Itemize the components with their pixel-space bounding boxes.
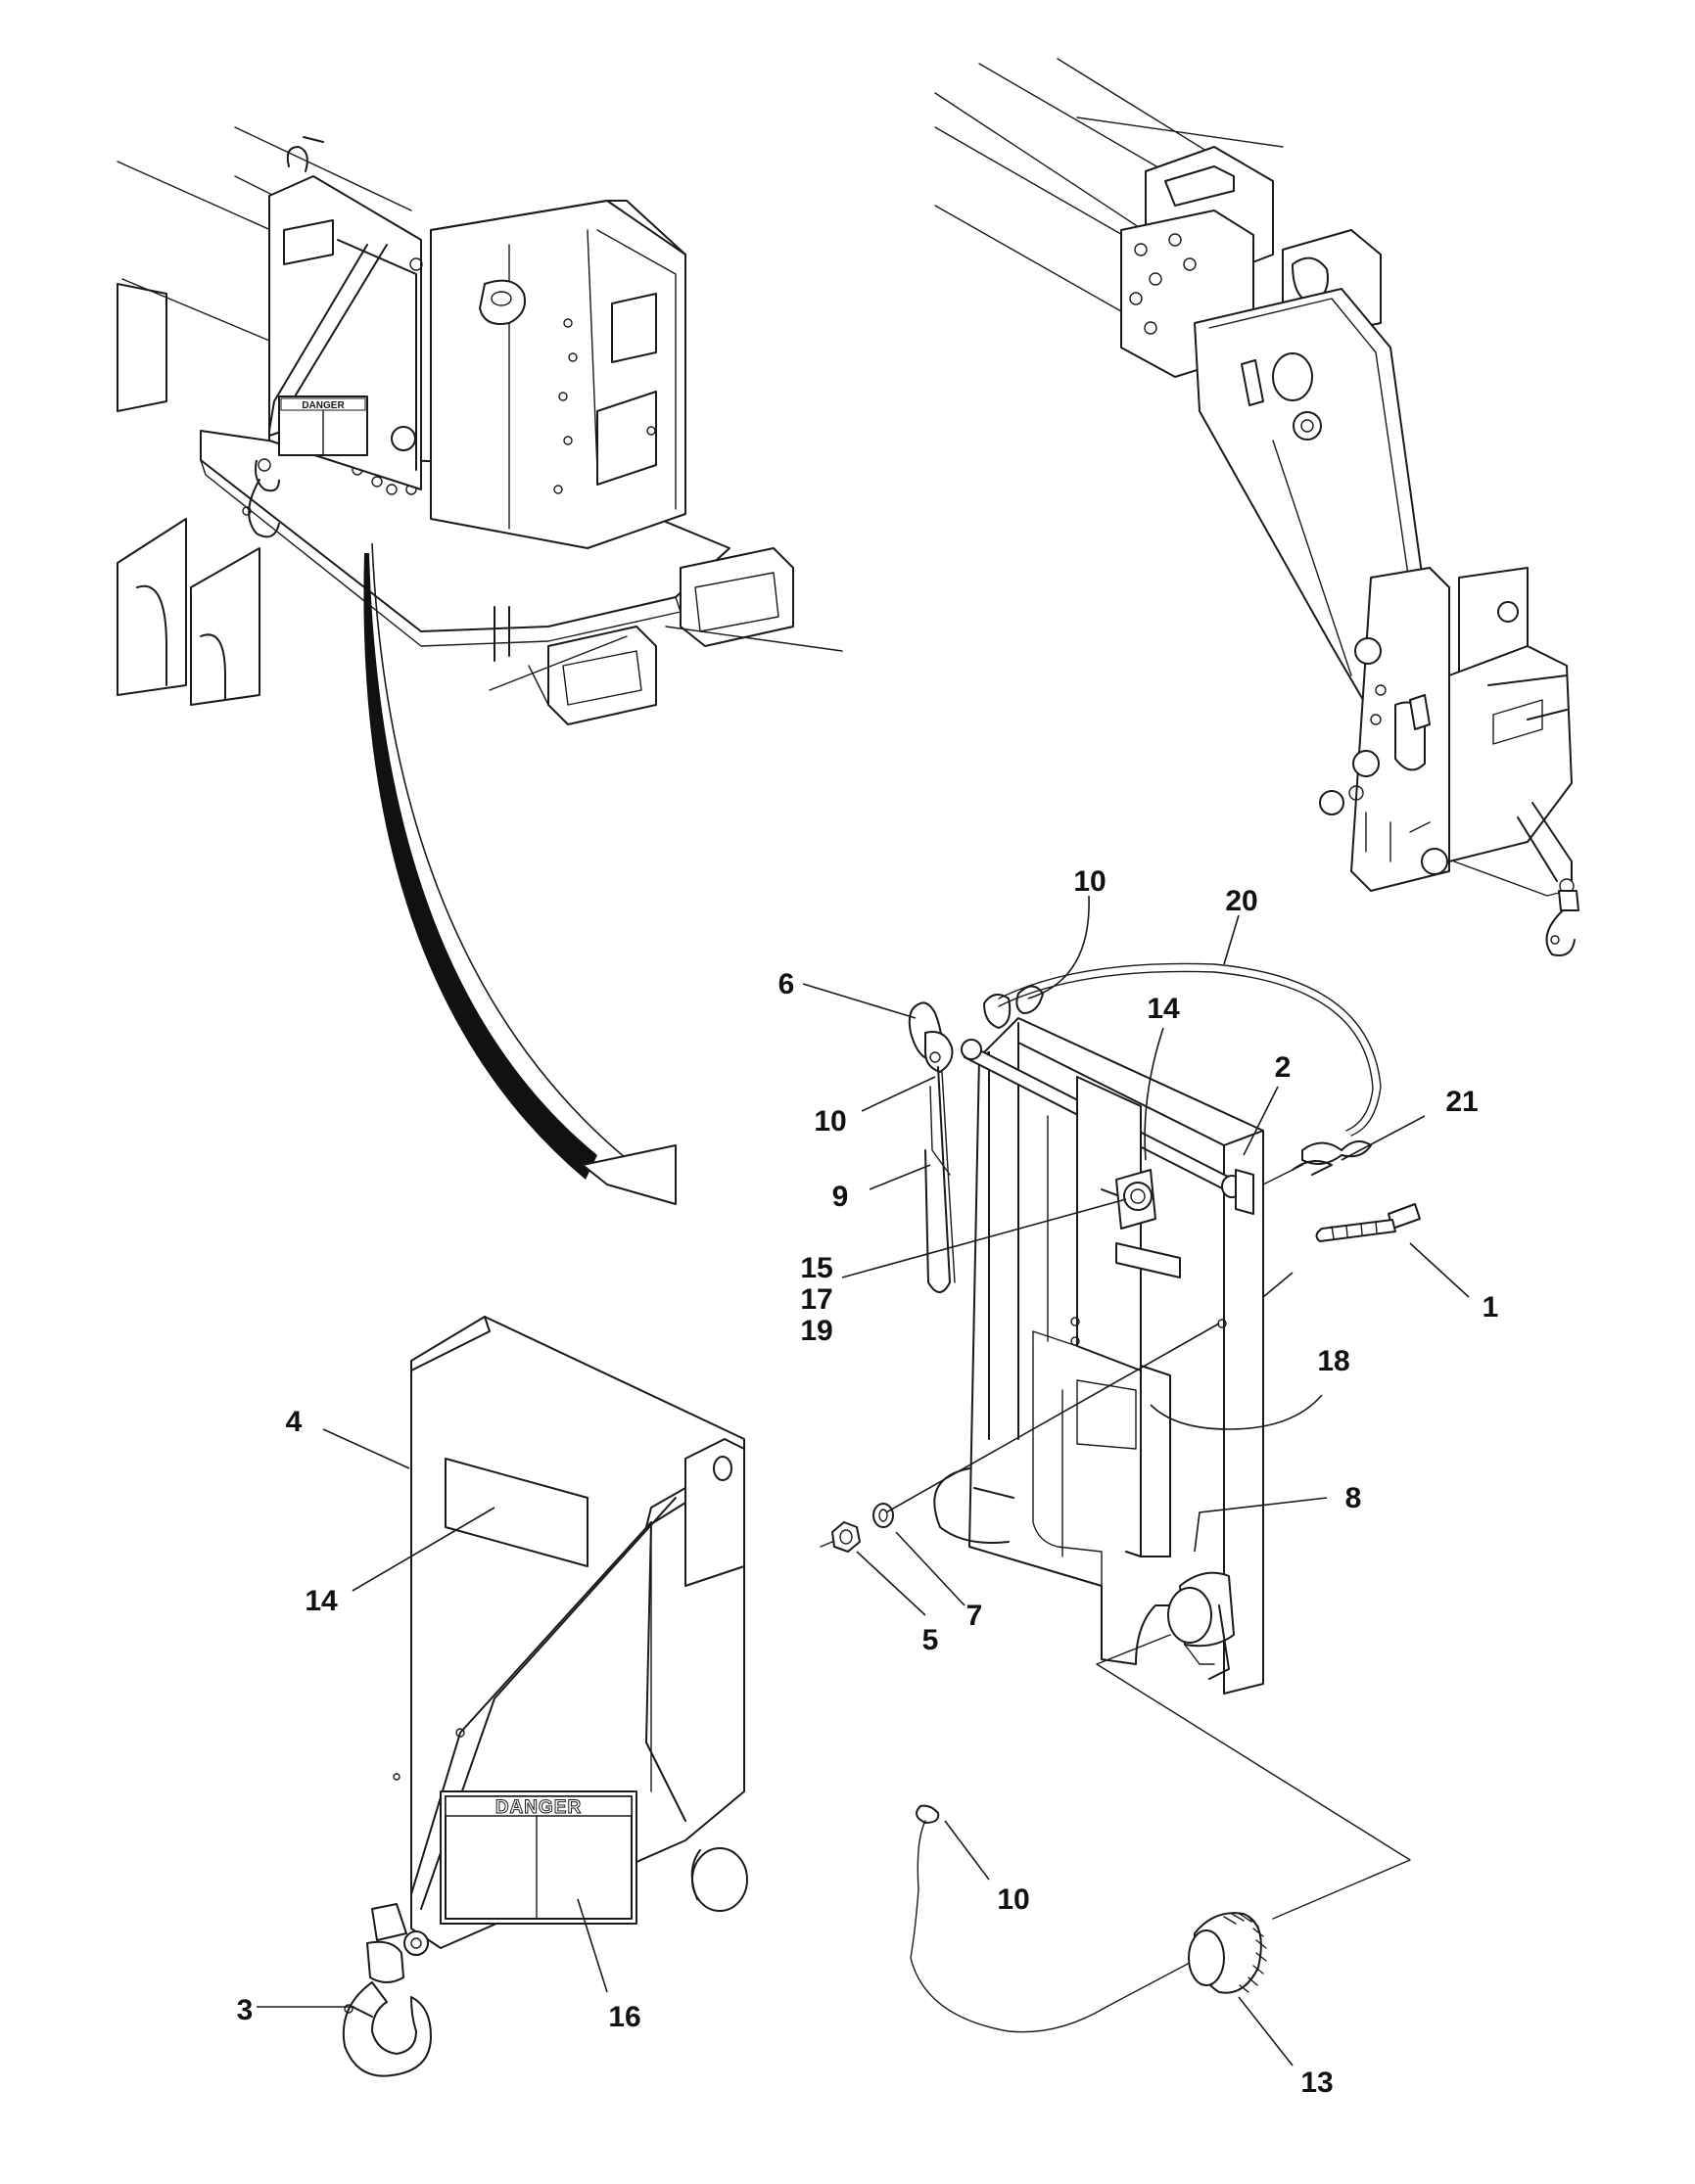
callout-13: 13 xyxy=(1300,2067,1333,2099)
callout-4: 4 xyxy=(286,1406,303,1438)
callout-3: 3 xyxy=(237,1994,254,2026)
decal-danger-small: DANGER xyxy=(302,400,345,411)
boom-tip-view xyxy=(934,58,1579,956)
callout-17: 17 xyxy=(800,1283,832,1316)
detail-reference-arrow xyxy=(363,542,677,1205)
callout-9: 9 xyxy=(832,1181,849,1213)
callout-16: 16 xyxy=(608,2001,640,2033)
cap-and-lanyard xyxy=(910,1634,1411,2033)
davit-cover-detail: DANGER xyxy=(342,1316,748,2077)
callout-7: 7 xyxy=(966,1600,983,1632)
callout-20: 20 xyxy=(1225,885,1257,917)
callout-21: 21 xyxy=(1445,1086,1478,1118)
callout-10-bottom: 10 xyxy=(997,1883,1029,1916)
callout-2: 2 xyxy=(1275,1051,1292,1084)
decal-danger-large: DANGER xyxy=(495,1797,582,1818)
callout-14-lower: 14 xyxy=(305,1585,338,1617)
callout-8: 8 xyxy=(1345,1482,1362,1514)
callout-14-upper: 14 xyxy=(1147,993,1180,1025)
exploded-frame-assembly xyxy=(820,962,1421,1695)
callout-6: 6 xyxy=(778,968,795,1000)
callout-18: 18 xyxy=(1317,1345,1349,1377)
callout-19: 19 xyxy=(800,1315,832,1347)
callout-5: 5 xyxy=(922,1624,939,1656)
mounted-view-overview: DANGER xyxy=(117,126,843,725)
callout-10-top: 10 xyxy=(1073,865,1106,898)
callout-15: 15 xyxy=(800,1252,832,1284)
callout-10-left: 10 xyxy=(814,1105,846,1138)
callout-leaders xyxy=(257,895,1470,2067)
callout-1: 1 xyxy=(1483,1291,1499,1324)
callout-labels: 10 20 6 14 2 10 21 9 15 17 19 1 18 4 8 1… xyxy=(237,865,1499,2099)
